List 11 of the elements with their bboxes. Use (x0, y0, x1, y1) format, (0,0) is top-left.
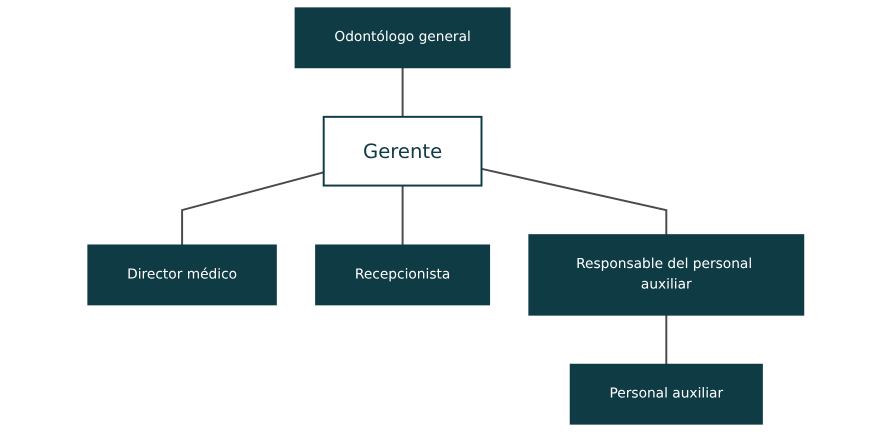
connector (180, 171, 324, 245)
connector (480, 168, 667, 235)
connector (401, 68, 404, 117)
node-box: Gerente (322, 116, 482, 187)
node-box: Responsable del personal auxiliar (528, 234, 804, 316)
node-box: Director médico (87, 244, 277, 306)
node-box: Recepcionista (314, 244, 490, 306)
node-box: Personal auxiliar (569, 364, 763, 425)
connector (401, 186, 404, 245)
connector (665, 315, 667, 364)
node-box: Odontólogo general (294, 7, 510, 68)
